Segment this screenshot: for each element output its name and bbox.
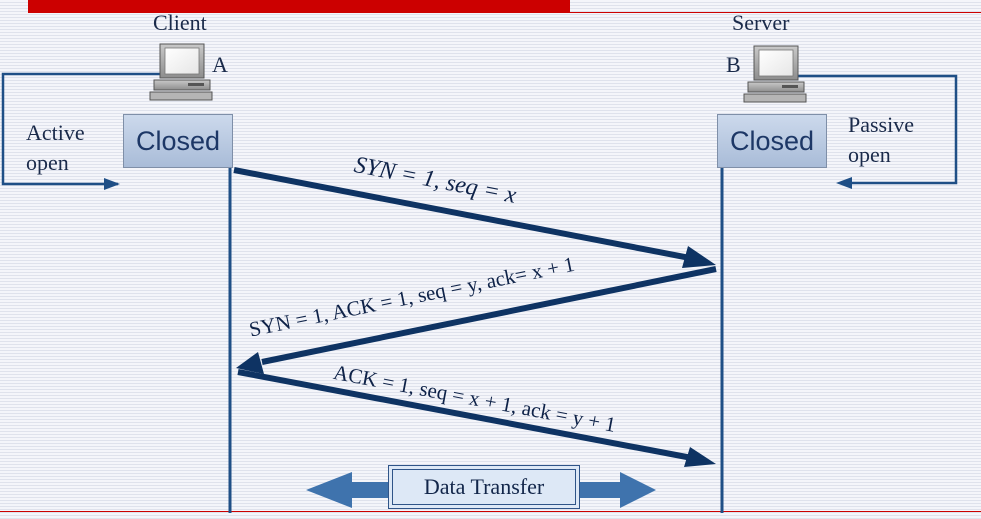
server-open-mode: Passive open: [848, 110, 914, 170]
data-transfer-box: Data Transfer: [388, 465, 580, 509]
server-computer-icon: [743, 45, 807, 103]
server-open-mode-line-2: open: [848, 142, 891, 167]
title-rule: [570, 12, 981, 13]
data-transfer-label: Data Transfer: [392, 469, 576, 505]
client-active-open-loop: [1, 72, 160, 190]
client-computer-icon: [149, 43, 213, 101]
server-state-box: Closed: [717, 114, 827, 168]
title-accent-bar: [28, 0, 570, 13]
client-open-mode-line-2: open: [26, 150, 69, 175]
syn-arrow: [233, 167, 716, 268]
syn-ack-arrow: [236, 266, 717, 374]
server-state-label: Closed: [729, 125, 815, 156]
server-name: Server: [732, 10, 790, 35]
client-open-mode: Active open: [26, 118, 85, 178]
client-state-label: Closed: [135, 125, 221, 156]
server-passive-open-loop: [792, 74, 958, 189]
client-host-letter: A: [212, 52, 228, 77]
client-name: Client: [153, 10, 207, 35]
client-state-box: Closed: [123, 114, 233, 168]
server-host-letter: B: [726, 52, 741, 77]
server-open-mode-line-1: Passive: [848, 112, 914, 137]
footer-rule: [0, 511, 981, 512]
ack-arrow: [237, 369, 716, 467]
client-open-mode-line-1: Active: [26, 120, 85, 145]
